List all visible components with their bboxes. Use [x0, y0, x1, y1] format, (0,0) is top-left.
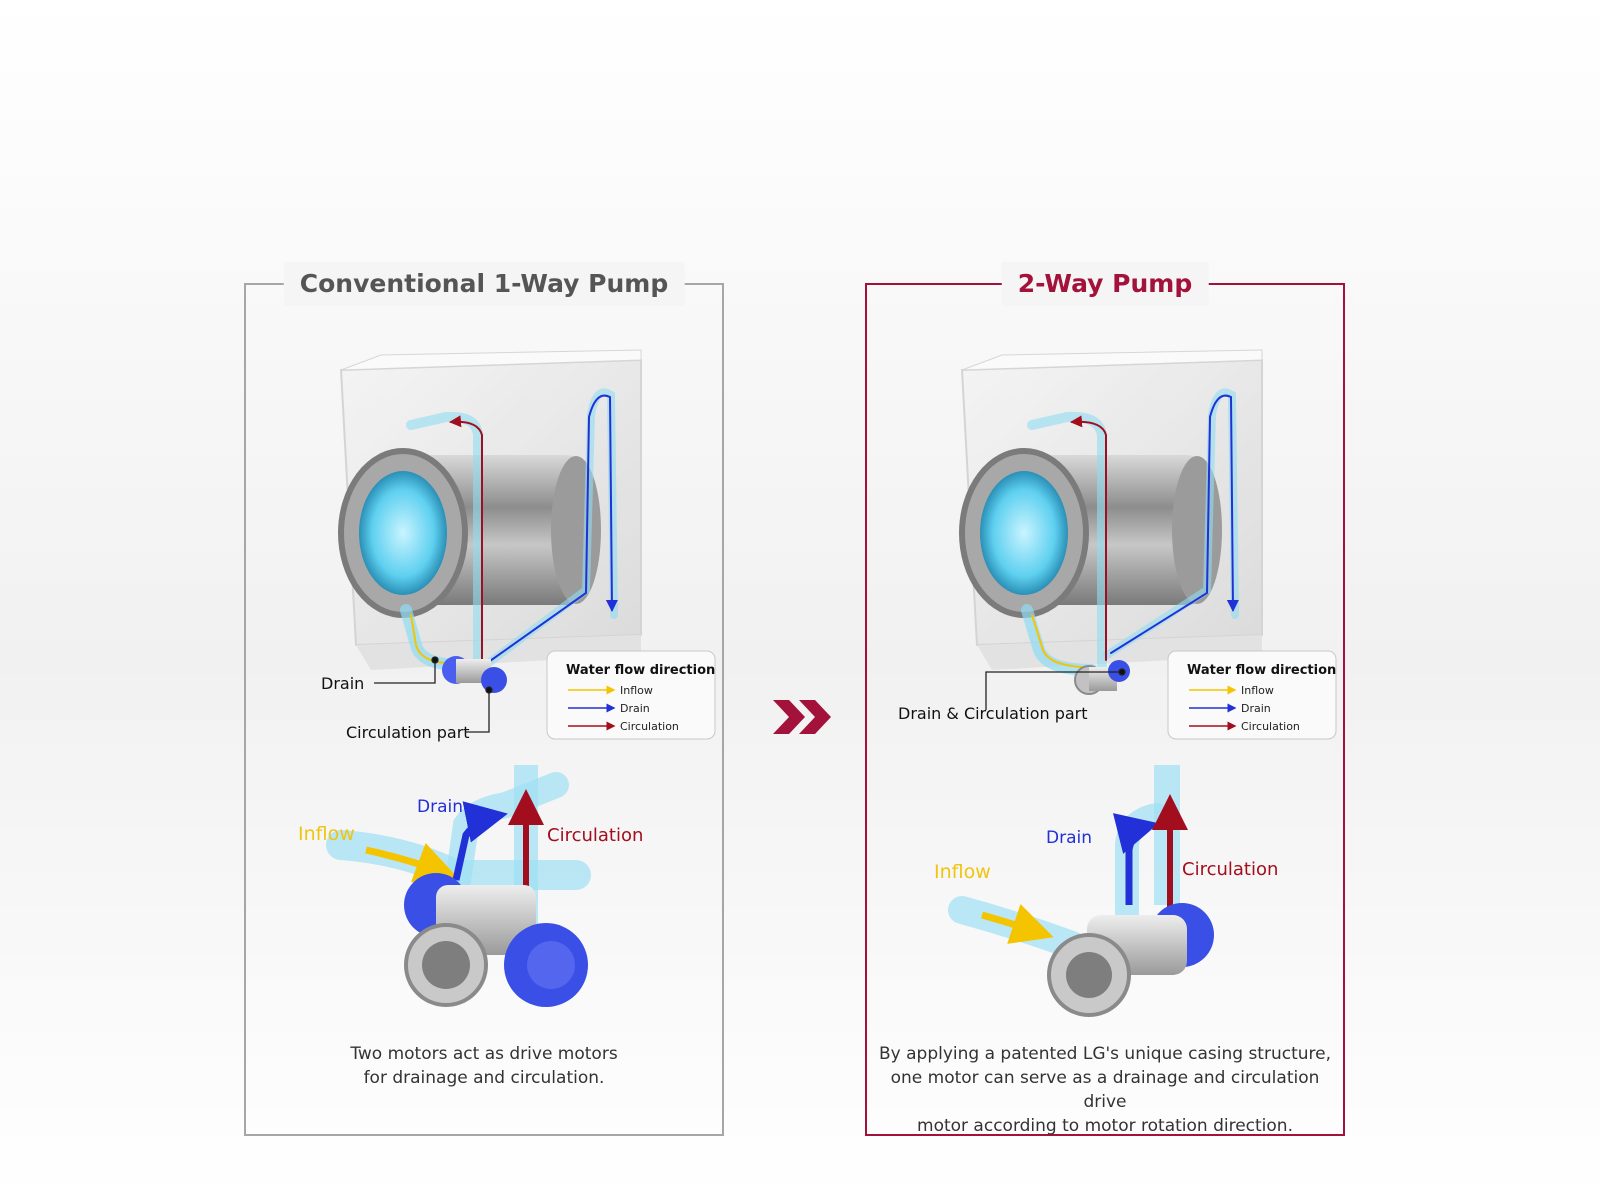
washer-drum — [338, 448, 601, 618]
callout-drain: Drain — [321, 674, 364, 693]
conventional-pump-panel: Conventional 1-Way Pump — [244, 262, 724, 1136]
pump-small — [1074, 660, 1130, 695]
legend-circulation: Circulation — [1241, 720, 1300, 733]
legend-inflow: Inflow — [620, 684, 653, 697]
panel-title: 2-Way Pump — [1001, 262, 1209, 306]
double-chevron-right-icon — [773, 700, 831, 734]
caption-line-1: By applying a patented LG's unique casin… — [879, 1044, 1331, 1064]
flow-legend: Water flow direction Inflow Drain Circul… — [546, 650, 716, 740]
callout-lines — [985, 668, 1126, 710]
caption-line-2: for drainage and circulation. — [363, 1068, 605, 1088]
callout-drain-circulation-part: Drain & Circulation part — [898, 704, 1088, 723]
flow-label-drain: Drain — [417, 797, 463, 817]
flow-label-inflow: Inflow — [934, 861, 991, 883]
legend-inflow: Inflow — [1241, 684, 1274, 697]
legend-title: Water flow direction — [566, 663, 715, 678]
pump-small — [442, 656, 507, 693]
flow-label-circulation: Circulation — [547, 825, 643, 846]
washer-cutaway-diagram: Drain Circulation part Water flow direct… — [298, 349, 716, 1007]
legend-title: Water flow direction — [1187, 663, 1336, 678]
legend-drain: Drain — [620, 702, 650, 715]
flow-legend: Water flow direction Inflow Drain Circul… — [1167, 650, 1337, 740]
washer-drum — [959, 448, 1222, 618]
panel-title: Conventional 1-Way Pump — [283, 262, 685, 306]
washer-cutaway-diagram: Drain & Circulation part Water flow dire… — [898, 349, 1337, 1017]
caption-line-3: motor according to motor rotation direct… — [917, 1116, 1293, 1136]
flow-label-drain: Drain — [1046, 828, 1092, 848]
callout-lines — [374, 656, 493, 733]
legend-circulation: Circulation — [620, 720, 679, 733]
pump-closeup-2way — [948, 765, 1214, 1017]
caption-line-1: Two motors act as drive motors — [350, 1044, 618, 1064]
callout-circulation-part: Circulation part — [346, 723, 470, 742]
two-way-pump-panel: 2-Way Pump Drain — [865, 262, 1345, 1138]
caption-line-2: one motor can serve as a drainage and ci… — [890, 1068, 1320, 1112]
caption: Two motors act as drive motors for drain… — [246, 1042, 722, 1090]
flow-label-circulation: Circulation — [1182, 859, 1278, 880]
caption: By applying a patented LG's unique casin… — [867, 1042, 1343, 1138]
pump-closeup-1way — [326, 765, 591, 1007]
water-hoses — [400, 388, 618, 671]
legend-drain: Drain — [1241, 702, 1271, 715]
flow-label-inflow: Inflow — [298, 823, 355, 845]
